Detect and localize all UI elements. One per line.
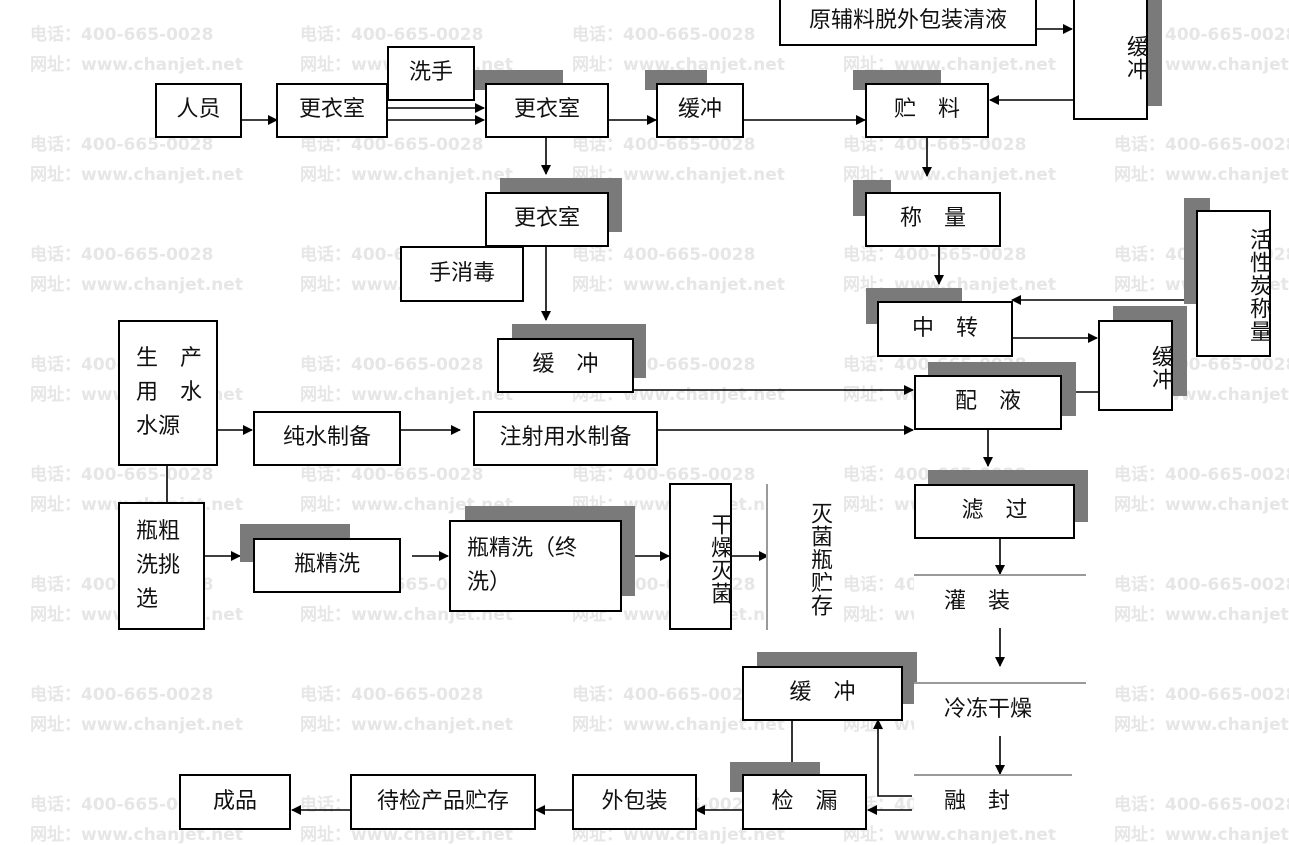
personnel-box: 人员 (155, 83, 242, 138)
buffer-top-box: 缓冲 (1073, 0, 1148, 120)
carbon-weighing-box: 活性炭称量 (1196, 210, 1271, 357)
water-source-box: 生 产 用 水 水源 (118, 320, 218, 466)
bottle-rough-wash-box: 瓶粗 洗挑 选 (118, 502, 205, 630)
changing-room-2-box: 更衣室 (485, 83, 609, 138)
bottle-final-wash-box: 瓶精洗（终 洗） (449, 520, 622, 612)
buffer-3-box: 缓 冲 (497, 338, 634, 393)
finished-product-box: 成品 (179, 774, 291, 830)
hand-wash-box: 洗手 (387, 46, 475, 101)
filtering-box: 滤 过 (914, 484, 1075, 539)
weighing-box: 称 量 (865, 192, 1001, 247)
wfi-box: 注射用水制备 (473, 411, 658, 466)
changing-room-3-box: 更衣室 (485, 192, 609, 247)
buffer-4-box: 缓 冲 (742, 666, 903, 721)
outer-pack-box: 外包装 (572, 774, 697, 830)
flow-connectors (166, 24, 1196, 815)
arrow-sealing-buffer4 (873, 719, 912, 797)
hand-disinfect-box: 手消毒 (400, 246, 524, 302)
freeze-dry-box: 冷冻干燥 (914, 682, 1086, 736)
raw-material-unpack-box: 原辅料脱外包装清液 (779, 0, 1037, 46)
changing-room-1-box: 更衣室 (276, 83, 388, 138)
dry-sterilize-box: 干燥灭菌 (669, 483, 732, 630)
mixing-box: 配 液 (914, 375, 1062, 430)
leak-check-box: 检 漏 (742, 774, 867, 830)
sealing-box: 融 封 (914, 774, 1072, 829)
buffer-1-box: 缓冲 (656, 83, 744, 138)
storage-box: 贮 料 (865, 83, 989, 138)
pending-storage-box: 待检产品贮存 (350, 774, 536, 830)
filling-box: 灌 装 (914, 574, 1086, 628)
pure-water-box: 纯水制备 (253, 411, 401, 466)
buffer-2-box: 缓冲 (1098, 320, 1173, 411)
bottle-fine-wash-box: 瓶精洗 (253, 538, 401, 593)
sterile-bottle-storage-box: 灭菌瓶贮存 (766, 484, 832, 630)
transfer-box: 中 转 (877, 301, 1013, 357)
